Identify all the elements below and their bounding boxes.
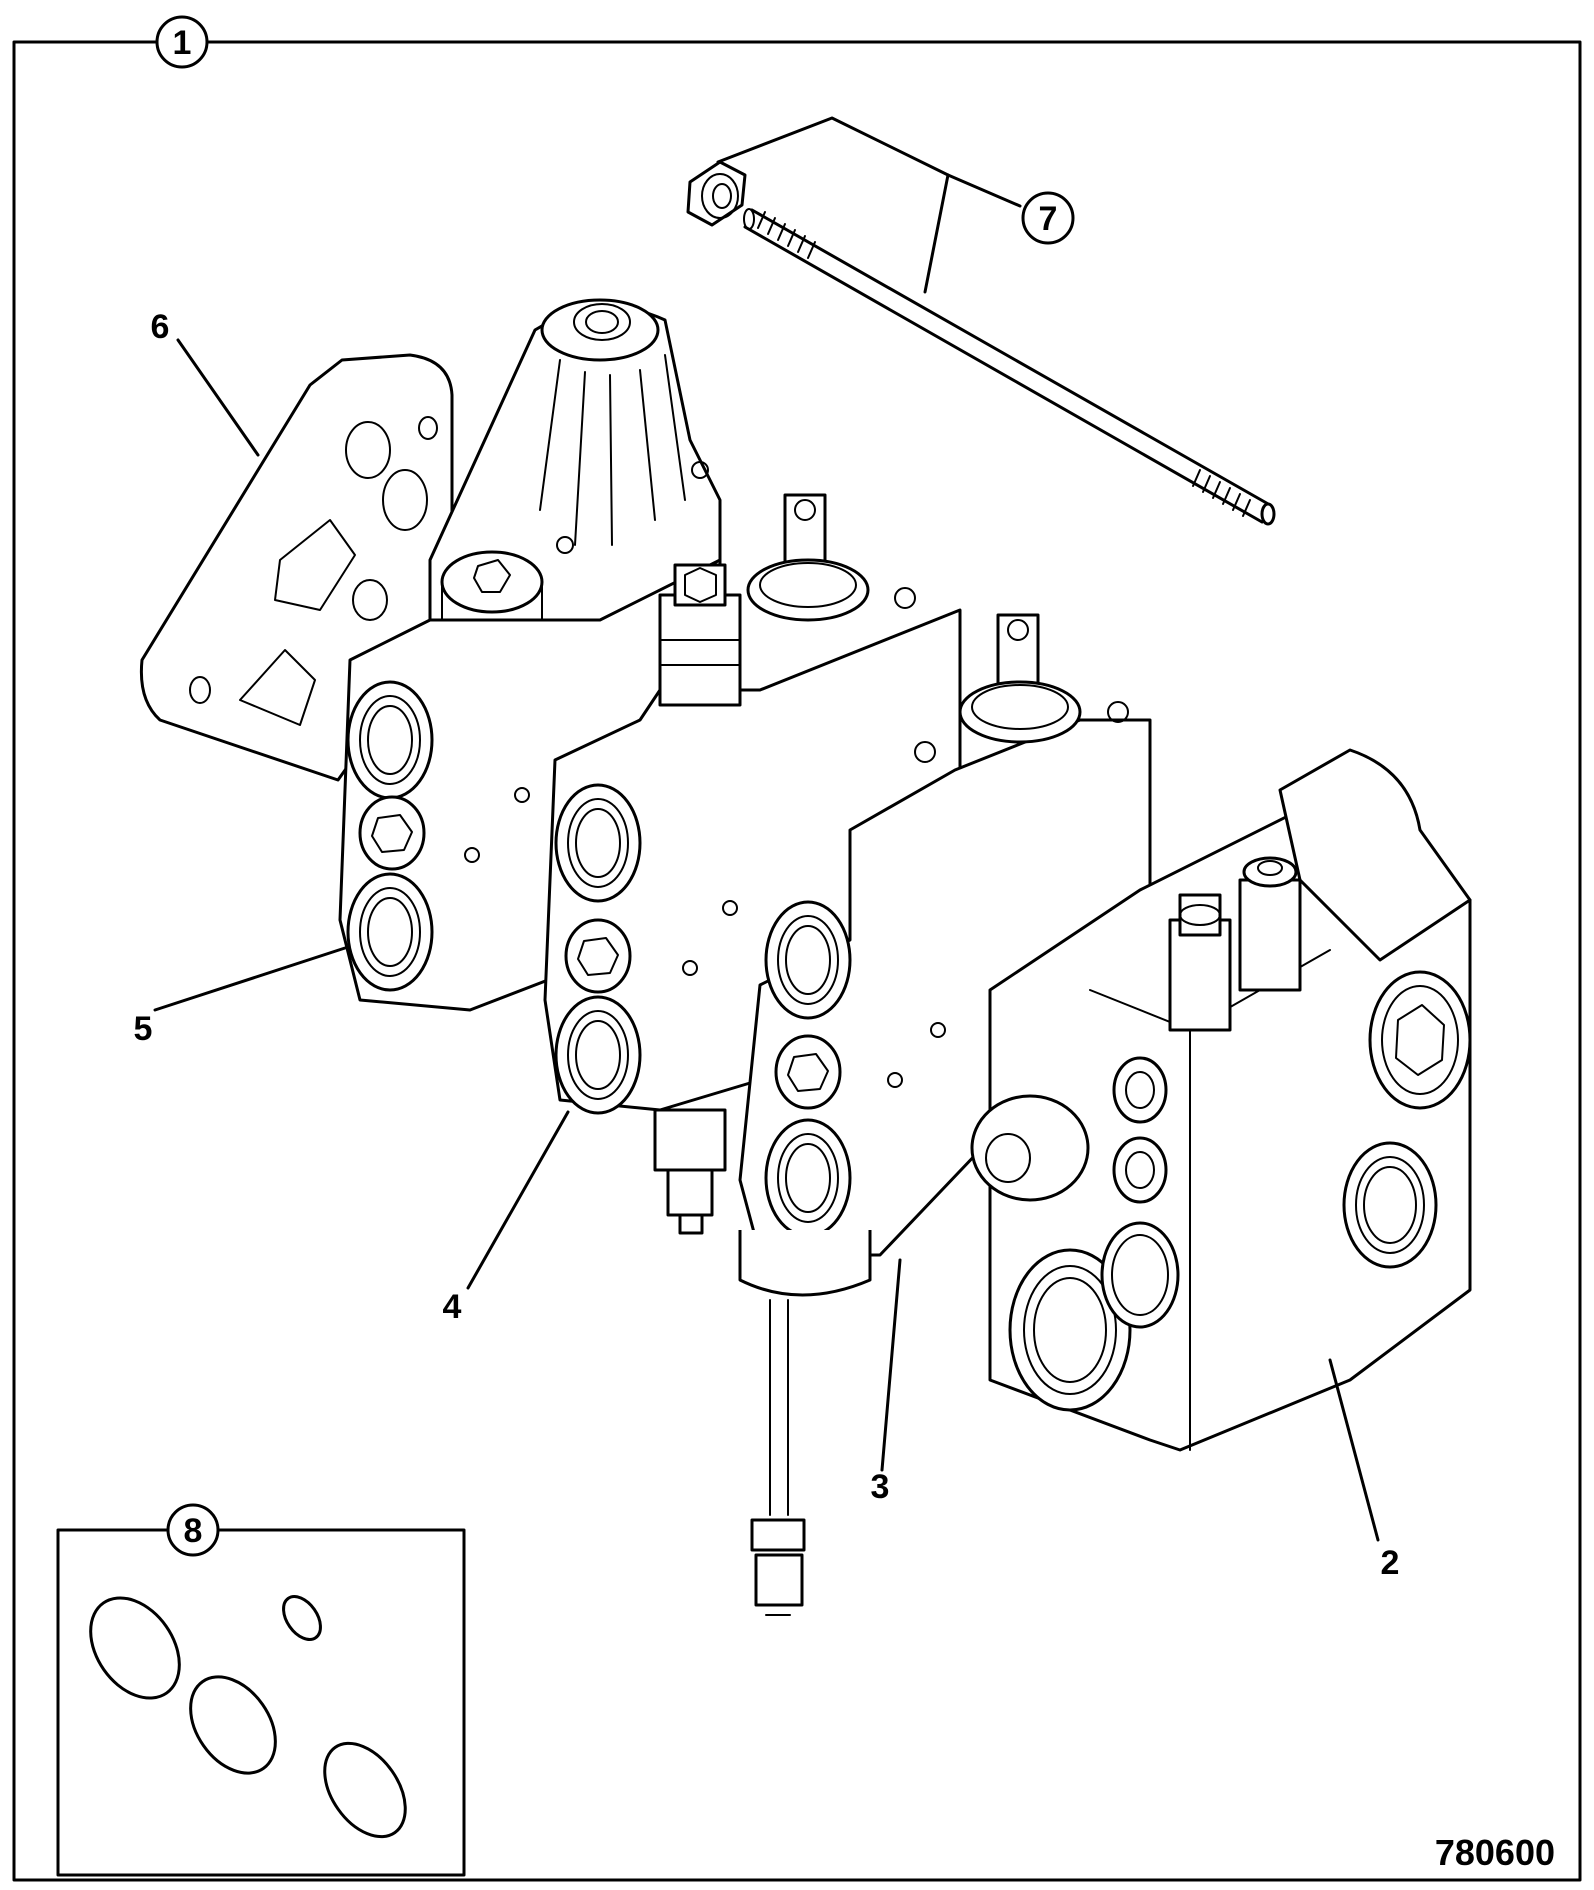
callout-4-label: 4 xyxy=(443,1288,462,1326)
inset-frame xyxy=(56,1528,466,1877)
leader-6 xyxy=(176,338,260,457)
o-ring xyxy=(323,1741,407,1839)
o-ring xyxy=(282,1595,322,1641)
o-ring xyxy=(189,1675,277,1775)
seal-kit-inset: 8 xyxy=(56,1503,466,1877)
callout-3-label: 3 xyxy=(871,1468,890,1506)
callout-7-label: 7 xyxy=(1039,200,1058,238)
end-cover xyxy=(970,748,1472,1452)
callout-2-label: 2 xyxy=(1381,1544,1400,1582)
leader-3 xyxy=(880,1258,902,1472)
leader-4 xyxy=(466,1110,570,1290)
callout-8-label: 8 xyxy=(184,1512,203,1550)
leader-2 xyxy=(1328,1358,1380,1542)
callout-5-label: 5 xyxy=(134,1010,153,1048)
tie-rod-kit: 7 xyxy=(686,116,1276,526)
tie-rod xyxy=(743,208,1276,526)
callout-7: 7 xyxy=(1021,191,1075,245)
outer-frame xyxy=(12,40,1582,1882)
leader-5 xyxy=(153,946,347,1012)
callout-1-label: 1 xyxy=(173,24,192,62)
o-ring xyxy=(89,1596,181,1700)
relief-valve-section xyxy=(428,298,722,672)
callout-1: 1 xyxy=(155,15,209,69)
drawing-number: 780600 xyxy=(1435,1832,1555,1873)
callout-8: 8 xyxy=(166,1503,220,1557)
section-3-body xyxy=(738,613,1152,1616)
callout-6-label: 6 xyxy=(151,308,170,346)
hex-nut xyxy=(686,160,747,227)
